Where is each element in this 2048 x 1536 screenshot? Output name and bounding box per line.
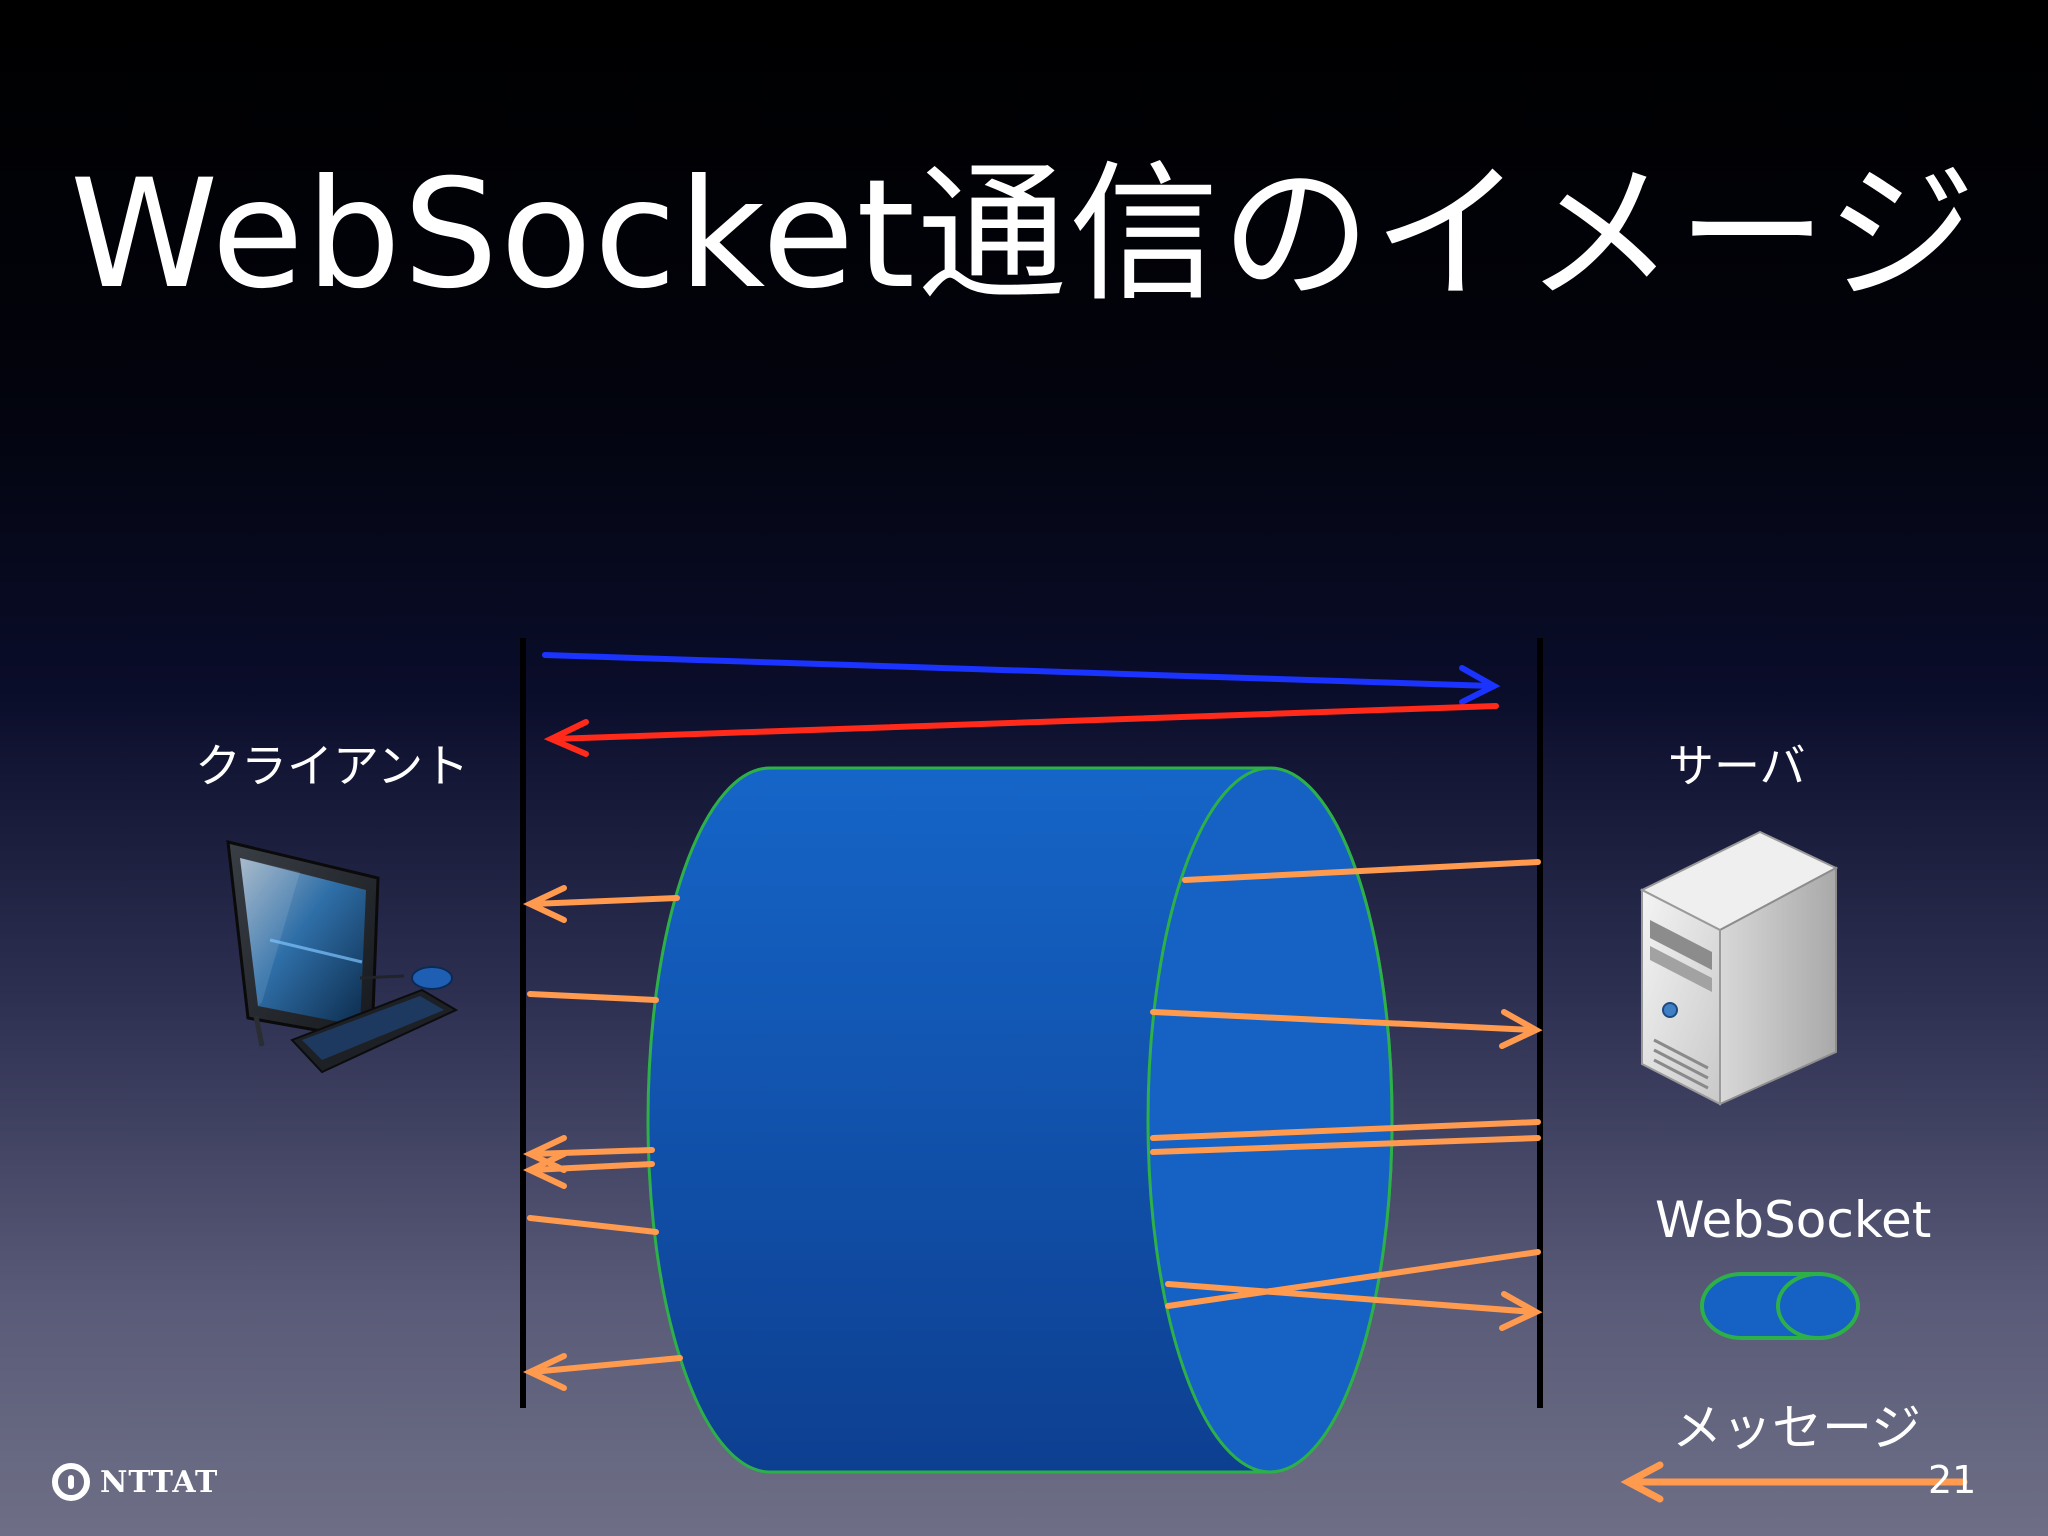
client-label: クライアント — [195, 739, 470, 793]
message-arrow — [522, 1249, 1541, 1391]
page-title: WebSocket通信のイメージ — [69, 148, 1979, 322]
handshake-response-arrow — [543, 703, 1499, 757]
handshake-request-arrow — [542, 652, 1501, 705]
desktop-computer-icon — [226, 840, 459, 1074]
logo-text: NTTAT — [100, 1464, 219, 1500]
ntt-at-logo: NTTAT — [52, 1458, 218, 1506]
ntt-at-logo-icon — [52, 1463, 90, 1501]
message-arrow — [522, 859, 1541, 923]
legend-websocket-icon — [1700, 1272, 1860, 1340]
legend-websocket-label: WebSocket — [1655, 1191, 1932, 1249]
server-tower-icon — [1639, 830, 1839, 1106]
message-arrow — [522, 1135, 1541, 1189]
message-arrow — [527, 1215, 659, 1235]
legend-message-label: メッセージ — [1672, 1399, 1921, 1457]
page-number: 21 — [1928, 1458, 1977, 1502]
message-arrow — [1165, 1281, 1543, 1331]
server-label: サーバ — [1668, 739, 1806, 793]
message-arrow — [522, 1119, 1541, 1173]
legend-message-arrow — [1620, 1461, 1968, 1503]
message-arrow — [527, 991, 1543, 1049]
